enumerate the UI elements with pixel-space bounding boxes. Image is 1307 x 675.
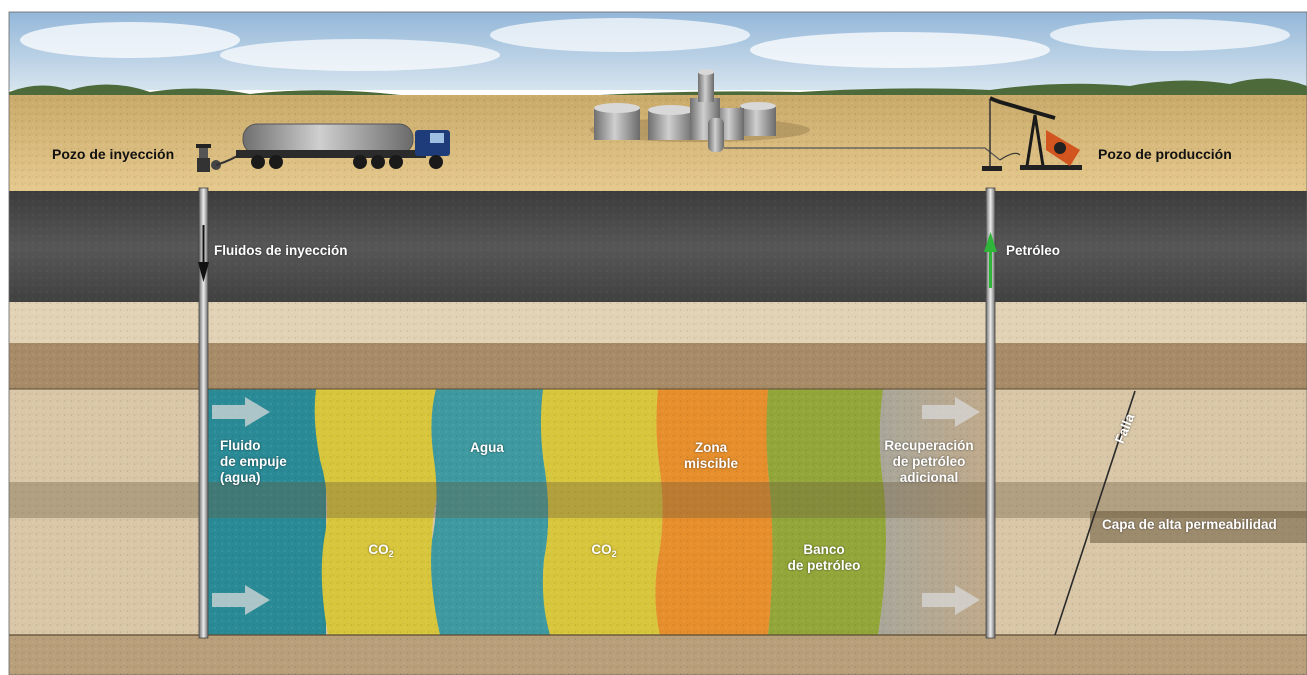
- oil-flow-label: Petróleo: [1006, 243, 1061, 258]
- injection-well-pipe: [198, 187, 209, 639]
- drive-fluid-label: Fluido de empuje (agua): [220, 438, 287, 486]
- co2-b-subscript: 2: [611, 549, 617, 559]
- injection-well-label: Pozo de inyección: [52, 146, 175, 162]
- processing-facility-icon: [590, 69, 810, 152]
- fault-line: [1054, 390, 1136, 636]
- oil-bank-line-2: de petróleo: [787, 558, 861, 573]
- recovery-line-3: adicional: [899, 470, 959, 485]
- recovery-line-1: Recuperación: [884, 438, 974, 453]
- injection-fluids-label: Fluidos de inyección: [214, 243, 348, 258]
- oil-bank-line-1: Banco: [803, 542, 845, 557]
- miscible-zone-label: Zona miscible: [684, 440, 738, 472]
- recovery-label: Recuperación de petróleo adicional: [884, 438, 973, 486]
- drive-fluid-line-1: Fluido: [220, 438, 261, 453]
- water-label: Agua: [470, 440, 504, 455]
- flow-arrows: [212, 397, 980, 615]
- tree-line: [9, 78, 1307, 99]
- production-well-label: Pozo de producción: [1098, 146, 1232, 162]
- production-well-pipe: [985, 187, 996, 639]
- miscible-line-1: Zona: [694, 440, 728, 455]
- pumpjack-icon: [982, 96, 1082, 171]
- recovery-line-2: de petróleo: [892, 454, 966, 469]
- drive-fluid-line-2: de empuje: [220, 454, 287, 469]
- co2-label-a: CO2: [368, 542, 393, 559]
- co2-a-subscript: 2: [388, 549, 394, 559]
- high-perm-layer-label: Capa de alta permeabilidad: [1102, 517, 1277, 532]
- oil-bank-label: Banco de petróleo: [788, 542, 861, 574]
- drive-fluid-line-3: (agua): [220, 470, 261, 485]
- co2-b-text: CO: [591, 542, 612, 557]
- miscible-line-2: miscible: [683, 456, 739, 471]
- tanker-truck-icon: [236, 123, 450, 169]
- co2-a-text: CO: [368, 542, 389, 557]
- co2-label-b: CO2: [591, 542, 616, 559]
- up-arrow-icon: [984, 232, 997, 252]
- down-arrow-icon: [198, 262, 209, 282]
